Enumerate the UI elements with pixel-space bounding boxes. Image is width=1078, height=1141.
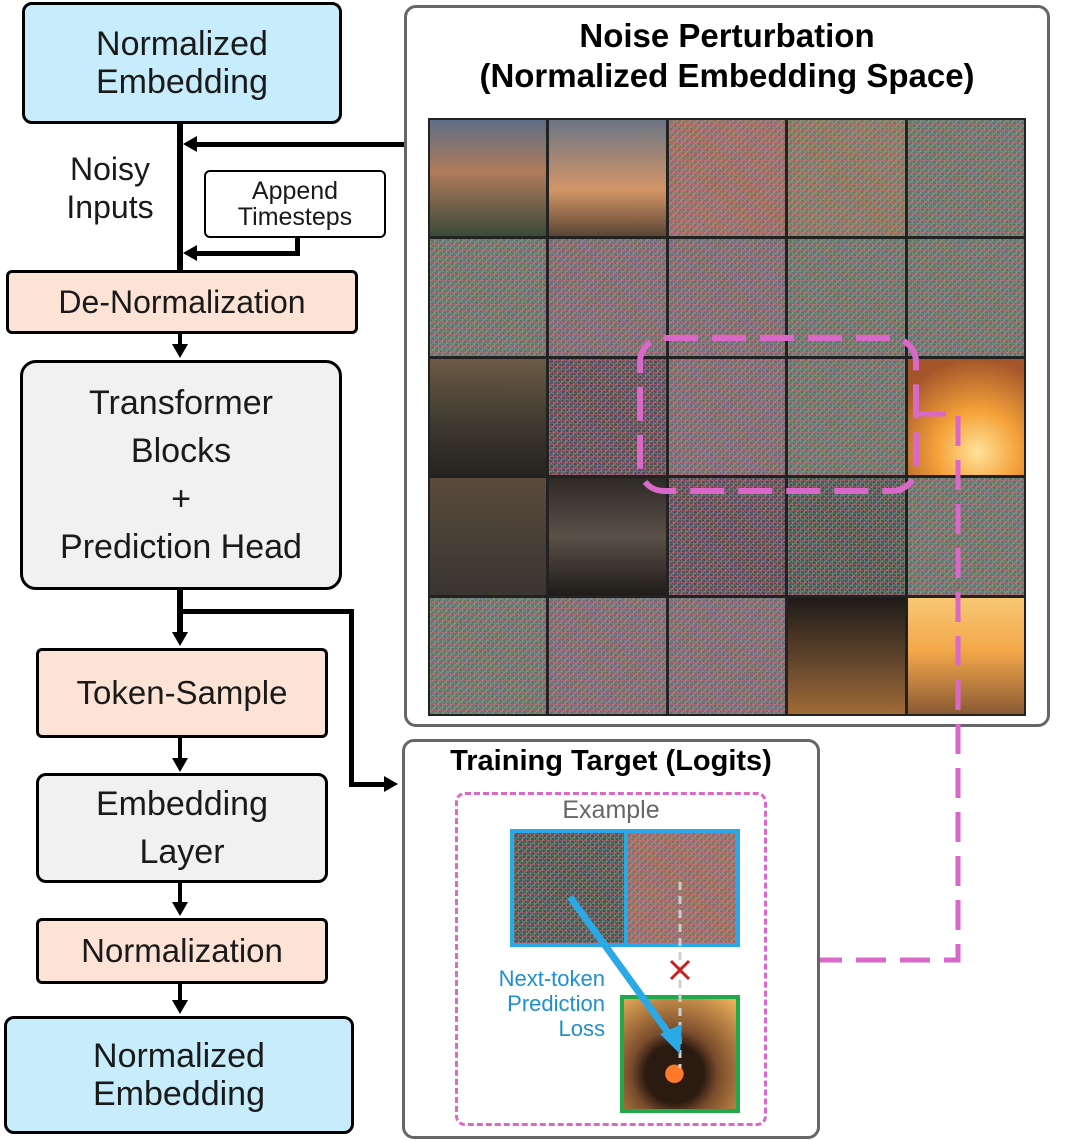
arrow-noise-in <box>183 136 197 152</box>
grid-tile <box>788 358 905 476</box>
connector-append-left <box>196 251 300 256</box>
grid-tile <box>907 358 1024 476</box>
grid-tile <box>668 120 786 237</box>
grid-tile <box>668 478 786 595</box>
loss-label: Next-token Prediction Loss <box>455 966 605 1041</box>
grid-tile <box>549 239 666 356</box>
training-target-title: Training Target (Logits) <box>450 745 772 777</box>
top-embedding-line2: Embedding <box>95 63 268 101</box>
grid-tile <box>668 597 786 714</box>
grid-tile <box>549 358 666 476</box>
noisy-inputs-line1: Noisy <box>69 151 150 187</box>
connector-denorm <box>178 334 182 346</box>
grid-tile <box>668 358 786 476</box>
transformer-line4: Prediction Head <box>60 528 302 566</box>
noise-title-line2: (Normalized Embedding Space) <box>479 57 975 94</box>
top-embedding-line1: Normalized <box>96 25 268 63</box>
token-sample-label: Token-Sample <box>76 674 288 711</box>
bottom-embedding-line1: Normalized <box>93 1037 265 1075</box>
connector-branch-h2 <box>349 782 387 787</box>
bottom-normalized-embedding: Normalized Embedding <box>4 1016 354 1134</box>
grid-tile <box>907 120 1024 237</box>
arrow-branch <box>384 776 398 792</box>
loss-line1: Next-token <box>498 966 605 991</box>
append-line1: Append <box>251 177 339 205</box>
grid-tile <box>549 478 666 595</box>
bottom-embedding-line2: Embedding <box>92 1075 265 1113</box>
connector-top <box>177 124 183 270</box>
arrow-embedding <box>172 902 188 916</box>
noisy-inputs-label: Noisy Inputs <box>40 150 180 226</box>
token-sample-box: Token-Sample <box>36 648 328 738</box>
grid-tile <box>788 239 905 356</box>
grid-tile <box>788 120 905 237</box>
grid-tile <box>907 597 1024 714</box>
connector-append-down <box>295 238 300 256</box>
noisy-inputs-line2: Inputs <box>66 189 154 225</box>
append-line2: Timesteps <box>237 203 353 231</box>
normalization-label: Normalization <box>81 932 283 969</box>
append-timesteps-box: Append Timesteps <box>204 170 386 238</box>
transformer-line1: Transformer <box>89 384 273 422</box>
arrow-normalization <box>172 1000 188 1014</box>
grid-tile <box>788 597 905 714</box>
loss-line2: Prediction <box>507 991 605 1016</box>
top-normalized-embedding: Normalized Embedding <box>22 2 342 124</box>
connector-normalization <box>178 984 182 1002</box>
grid-tile <box>549 597 666 714</box>
denormalization-label: De-Normalization <box>58 283 306 320</box>
grid-tile <box>907 239 1024 356</box>
grid-tile <box>430 597 547 714</box>
normalization-box: Normalization <box>36 918 328 984</box>
transformer-line3: + <box>171 480 191 518</box>
grid-tile <box>430 358 547 476</box>
transformer-line2: Blocks <box>130 432 232 470</box>
denormalization-box: De-Normalization <box>6 270 358 334</box>
arrow-append <box>183 245 197 261</box>
example-tokens <box>510 829 740 947</box>
example-token-right <box>626 833 736 943</box>
arrow-token <box>172 758 188 772</box>
connector-branch-v <box>349 609 354 787</box>
noise-panel-title: Noise Perturbation (Normalized Embedding… <box>404 16 1050 96</box>
loss-line3: Loss <box>558 1016 605 1041</box>
embedding-layer-box: Embedding Layer <box>36 773 328 883</box>
connector-noise-in <box>196 142 404 147</box>
grid-tile <box>430 120 547 237</box>
arrow-transformer <box>172 632 188 646</box>
target-token <box>620 995 740 1113</box>
example-label: Example <box>562 796 660 824</box>
noise-image-grid <box>428 118 1026 716</box>
connector-branch-h <box>180 609 354 614</box>
transformer-box: Transformer Blocks + Prediction Head <box>20 360 342 590</box>
connector-token <box>178 738 182 760</box>
example-token-left <box>514 833 624 943</box>
grid-tile <box>430 478 547 595</box>
noise-title-line1: Noise Perturbation <box>579 17 875 54</box>
embedding-layer-line1: Embedding <box>95 785 268 823</box>
embedding-layer-line2: Layer <box>139 833 225 871</box>
grid-tile <box>430 239 547 356</box>
arrow-denorm <box>172 344 188 358</box>
grid-tile <box>549 120 666 237</box>
example-region <box>455 792 767 1126</box>
grid-tile <box>668 239 786 356</box>
connector-embedding <box>178 883 182 905</box>
grid-tile <box>788 478 905 595</box>
grid-tile <box>907 478 1024 595</box>
